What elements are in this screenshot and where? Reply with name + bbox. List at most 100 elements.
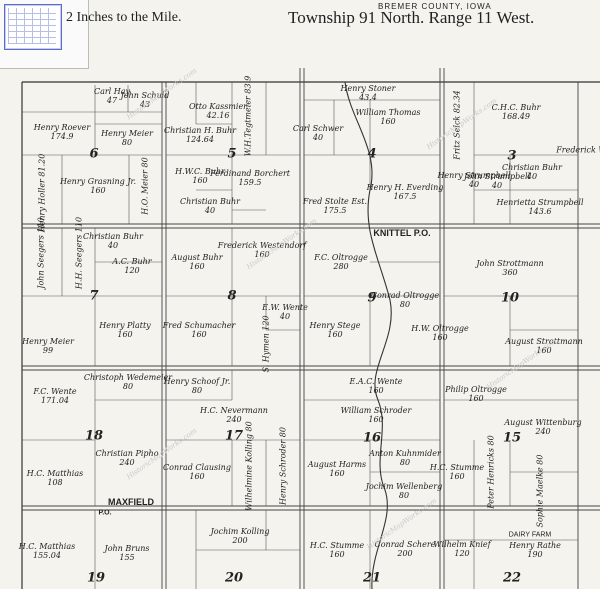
- landowner-parcel-label: Henry Schoof Jr.80: [164, 377, 231, 395]
- owner-name: Carl Schwer: [292, 124, 344, 133]
- parcel-acreage: 168.49: [501, 112, 530, 121]
- parcel-acreage: 80: [122, 382, 134, 391]
- parcel-acreage: 240: [119, 458, 135, 467]
- parcel-acreage: 80: [398, 491, 410, 500]
- parcel-acreage: 160: [432, 333, 448, 342]
- section-number: 15: [502, 430, 522, 446]
- landowner-parcel-label: S. Hymen 120: [262, 315, 271, 372]
- owner-name: F.C. Wente: [33, 387, 77, 396]
- dairy-farm-label: DAIRY FARM: [508, 531, 552, 539]
- section-number: 8: [227, 288, 237, 304]
- landowner-parcel-label: Fred Stolte Est.175.5: [303, 197, 367, 215]
- owner-name: Peter Henricks: [486, 447, 496, 509]
- township-title: Township 91 North. Range 11 West.: [288, 8, 535, 27]
- parcel-acreage: 160: [192, 176, 208, 185]
- town-maxfield: MAXFIELD: [108, 497, 154, 507]
- county-name: BREMER COUNTY, IOWA: [378, 2, 492, 11]
- parcel-acreage: 80: [399, 458, 411, 467]
- section-number: 22: [502, 570, 522, 586]
- landowner-parcel-label: H.O. Meier 80: [141, 157, 150, 214]
- parcel-acreage: 160: [254, 250, 270, 259]
- section-number: 6: [89, 146, 99, 162]
- parcel-acreage: 160: [90, 186, 106, 195]
- section-number: 16: [362, 430, 382, 446]
- owner-name: Jochim Kolling: [210, 527, 270, 536]
- parcel-acreage: 80: [140, 157, 150, 170]
- owner-name: E.A.C. Wente: [349, 377, 403, 386]
- section-number: 19: [86, 570, 106, 586]
- section-number: 20: [224, 570, 244, 586]
- owner-name: H.C. Stumme: [309, 541, 365, 550]
- owner-name: August Strottmann: [505, 337, 583, 346]
- parcel-acreage: 174.9: [50, 132, 74, 141]
- parcel-acreage: 40: [107, 241, 119, 250]
- parcel-acreage: 160: [327, 330, 343, 339]
- parcel-acreage: 80: [278, 427, 288, 440]
- owner-name: Frederick W.: [556, 145, 600, 155]
- section-number: 17: [224, 428, 244, 444]
- owner-name: Christoph Wedemeier: [83, 373, 173, 382]
- overview-grid: [8, 8, 56, 44]
- parcel-acreage: 108: [47, 478, 63, 487]
- landowner-parcel-label: Sophie Maelke 80: [536, 455, 545, 528]
- parcel-acreage: 80: [486, 435, 496, 448]
- parcel-acreage: 81.20: [37, 153, 47, 180]
- parcel-acreage: 40: [468, 180, 480, 189]
- overview-thumbnail-frame: [0, 0, 89, 69]
- landowner-parcel-label: Frederick W.: [556, 146, 600, 155]
- parcel-acreage: 360: [502, 268, 518, 277]
- parcel-acreage: 160: [189, 262, 205, 271]
- parcel-acreage: 120: [124, 266, 140, 275]
- parcel-acreage: 40: [312, 133, 324, 142]
- owner-name: William Schroder: [340, 406, 412, 415]
- owner-name: W.H.Tegtmeier: [243, 96, 253, 157]
- owner-name: August Buhr: [171, 253, 223, 262]
- parcel-acreage: 280: [333, 262, 349, 271]
- parcel-acreage: 83.9: [243, 75, 253, 97]
- section-number: 18: [84, 428, 104, 444]
- landowner-parcel-label: Wilhelmine Kolling 80: [245, 421, 254, 510]
- owner-name: Anton Kuhnmider: [369, 449, 441, 458]
- owner-name: Christian Buhr: [501, 163, 563, 172]
- owner-name: Christian Buhr: [82, 232, 144, 241]
- owner-name: August Wittenburg: [504, 418, 582, 427]
- parcel-acreage: 159.5: [238, 178, 262, 187]
- overview-thumbnail[interactable]: [4, 4, 62, 50]
- owner-name: H.C. Stumme: [429, 463, 485, 472]
- parcel-acreage: 240: [226, 415, 242, 424]
- owner-name: A.C. Buhr: [112, 257, 152, 266]
- owner-name: Henry Meier: [22, 337, 74, 346]
- owner-name: John Seegers: [36, 235, 46, 289]
- owner-name: Wilhelm Knief: [433, 540, 491, 549]
- parcel-acreage: 143.6: [528, 207, 552, 216]
